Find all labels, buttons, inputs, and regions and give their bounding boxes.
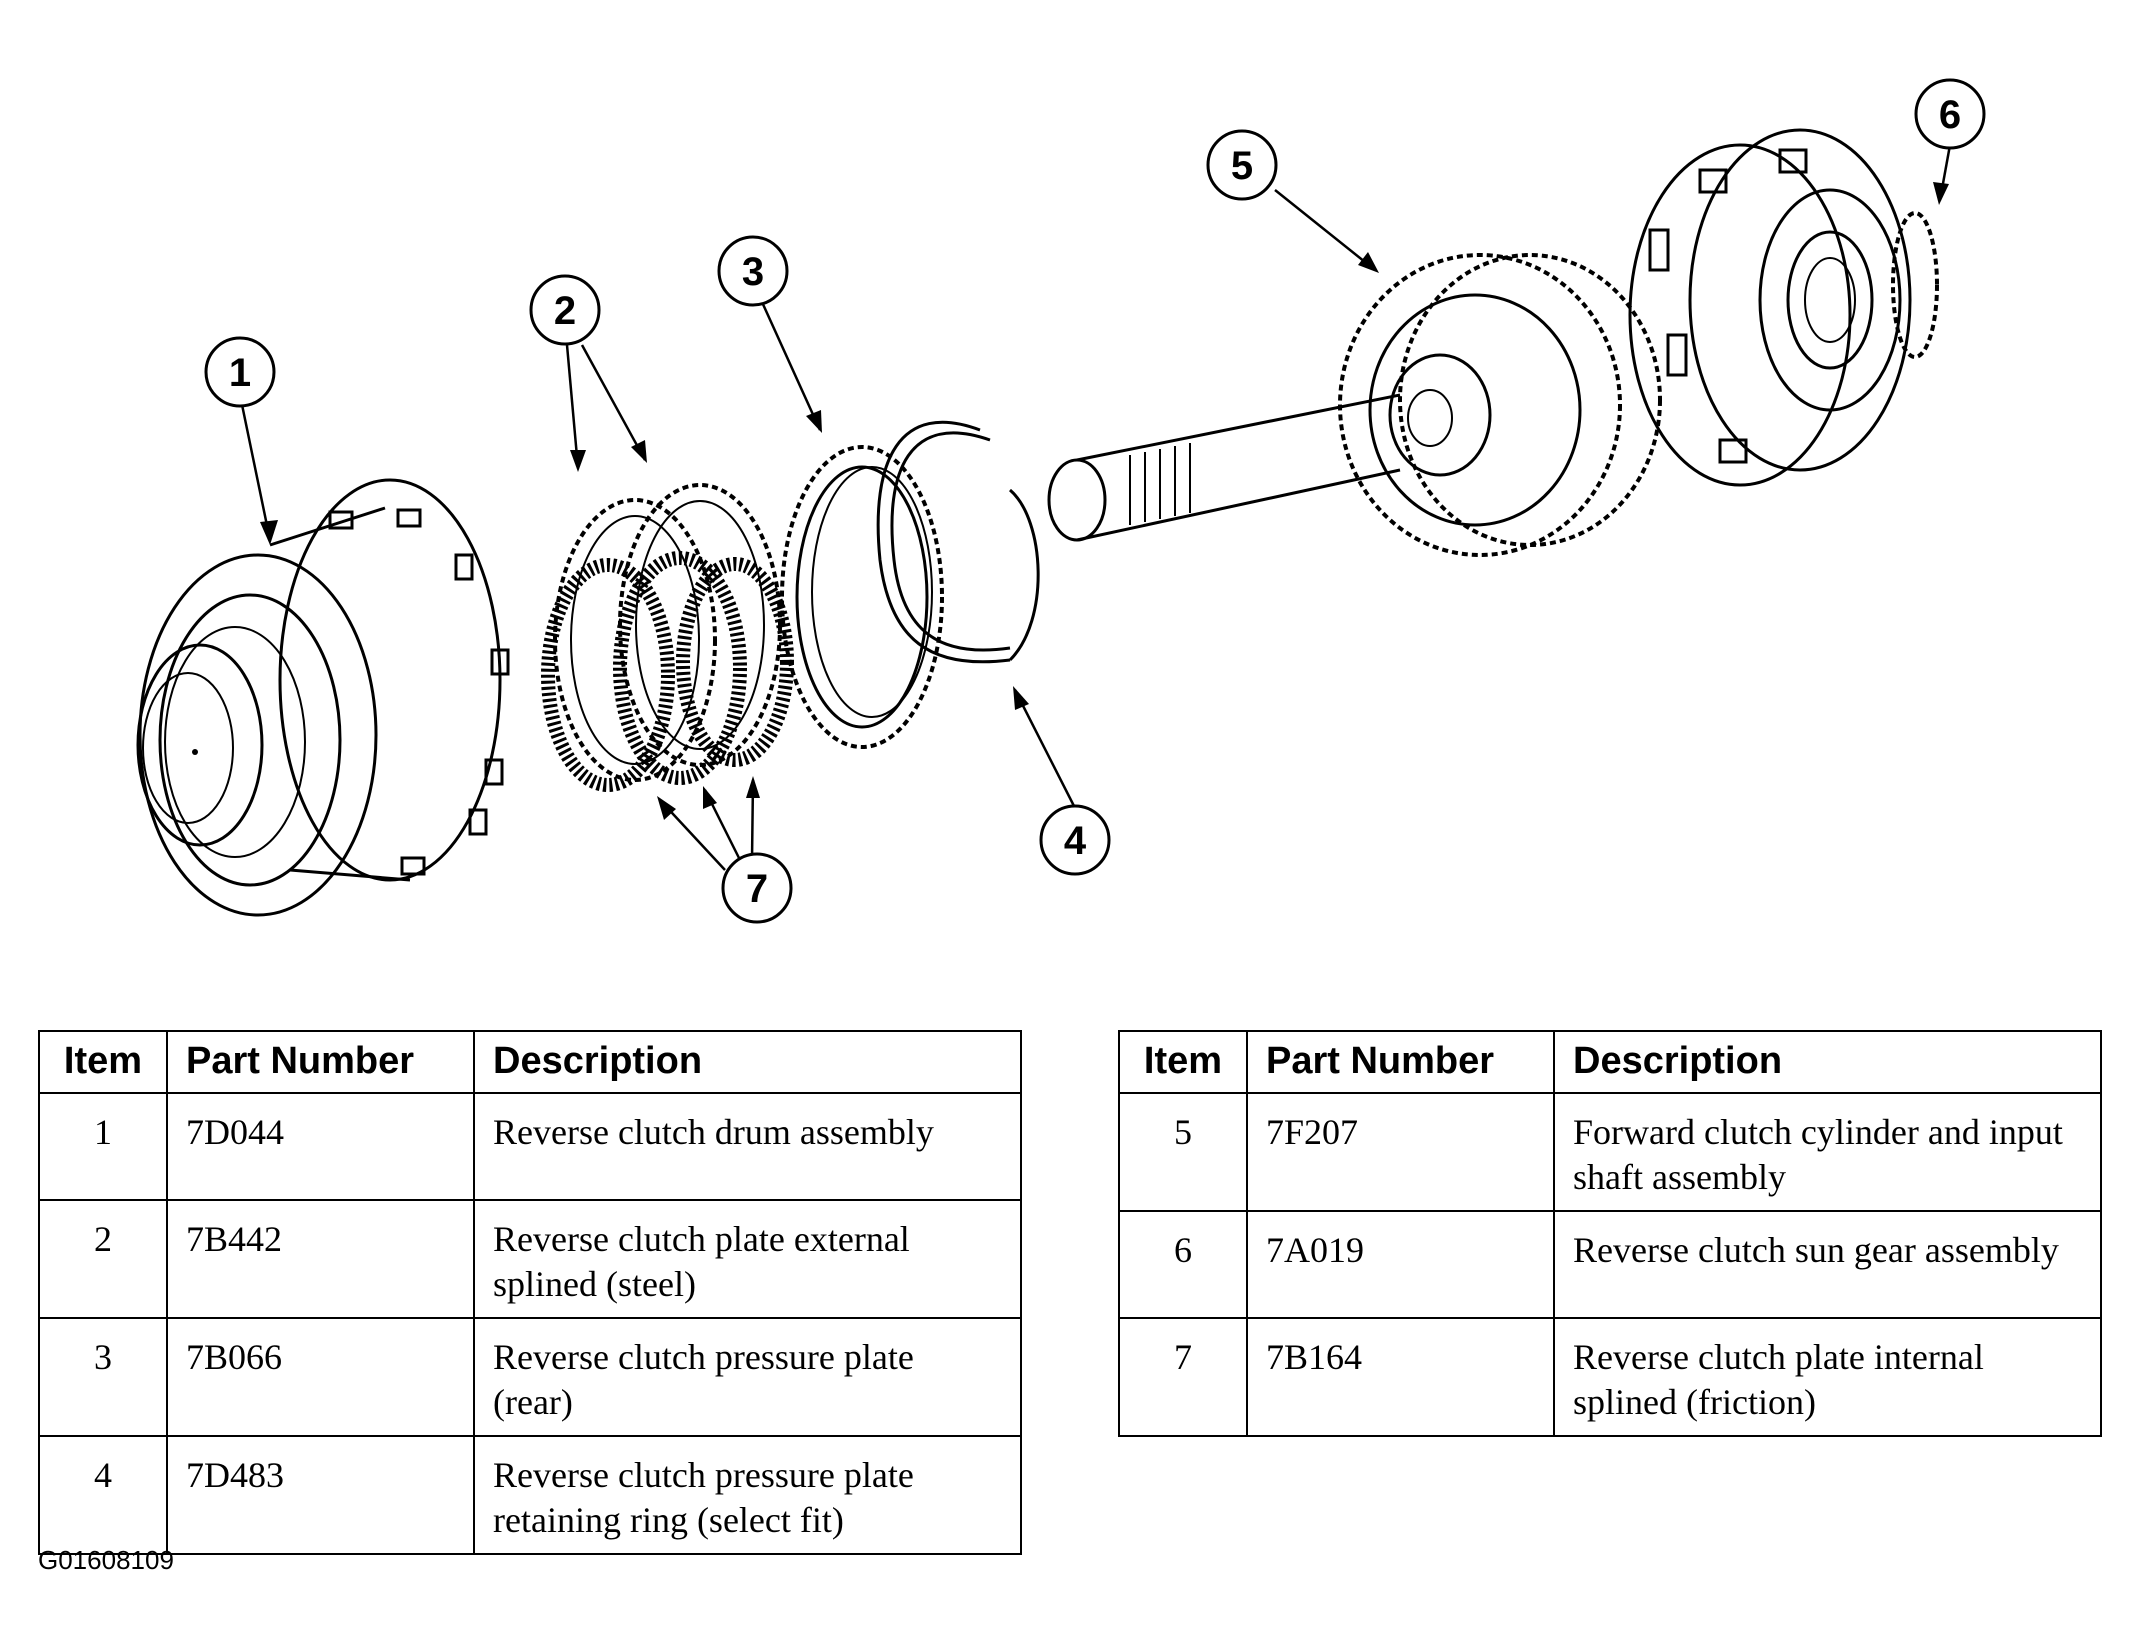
figure-code: G01608109 <box>38 1545 174 1575</box>
table-header-row: Item Part Number Description <box>1118 1030 2102 1094</box>
parts-table-right: Item Part Number Description 5 7F207 For… <box>1118 1030 2102 1437</box>
cell-description: Reverse clutch plate external splined (s… <box>473 1199 1022 1319</box>
leader-lines <box>238 144 1952 871</box>
callout-label: 7 <box>746 867 768 911</box>
cell-item: 4 <box>38 1435 168 1555</box>
cell-part-number: 7B066 <box>166 1317 475 1437</box>
part-input-shaft <box>1047 253 1662 557</box>
header-item: Item <box>38 1030 168 1094</box>
table-row: 7 7B164 Reverse clutch plate internal sp… <box>1118 1317 2102 1437</box>
callout-label: 4 <box>1064 819 1087 863</box>
cell-item: 6 <box>1118 1210 1248 1319</box>
cell-part-number: 7B442 <box>166 1199 475 1319</box>
cell-description: Reverse clutch drum assembly <box>473 1092 1022 1201</box>
callout-7: 7 <box>721 852 793 924</box>
cell-description: Reverse clutch pressure plate (rear) <box>473 1317 1022 1437</box>
callout-label: 5 <box>1231 144 1253 188</box>
cell-description: Reverse clutch sun gear assembly <box>1553 1210 2102 1319</box>
cell-description: Reverse clutch plate internal splined (f… <box>1553 1317 2102 1437</box>
callout-2: 2 <box>529 274 601 346</box>
header-description: Description <box>1553 1030 2102 1094</box>
exploded-view-diagram: 1 2 3 4 5 6 7 <box>136 78 1986 924</box>
table-header-row: Item Part Number Description <box>38 1030 1022 1094</box>
callout-5: 5 <box>1206 129 1278 201</box>
cell-item: 3 <box>38 1317 168 1437</box>
header-description: Description <box>473 1030 1022 1094</box>
cell-description: Forward clutch cylinder and input shaft … <box>1553 1092 2102 1212</box>
cell-part-number: 7D044 <box>166 1092 475 1201</box>
table-row: 4 7D483 Reverse clutch pressure plate re… <box>38 1435 1022 1555</box>
cell-part-number: 7D483 <box>166 1435 475 1555</box>
header-item: Item <box>1118 1030 1248 1094</box>
table-row: 6 7A019 Reverse clutch sun gear assembly <box>1118 1210 2102 1319</box>
table-row: 2 7B442 Reverse clutch plate external sp… <box>38 1199 1022 1319</box>
header-part-number: Part Number <box>166 1030 475 1094</box>
part-reverse-clutch-drum <box>136 478 510 917</box>
cell-description: Reverse clutch pressure plate retaining … <box>473 1435 1022 1555</box>
callout-label: 6 <box>1939 93 1961 137</box>
table-row: 5 7F207 Forward clutch cylinder and inpu… <box>1118 1092 2102 1212</box>
parts-table-left: Item Part Number Description 1 7D044 Rev… <box>38 1030 1022 1555</box>
part-clutch-plates <box>541 483 794 792</box>
callout-1: 1 <box>204 336 276 408</box>
cell-part-number: 7A019 <box>1246 1210 1555 1319</box>
table-row: 3 7B066 Reverse clutch pressure plate (r… <box>38 1317 1022 1437</box>
cell-item: 2 <box>38 1199 168 1319</box>
part-pressure-plate <box>780 445 944 749</box>
callout-label: 2 <box>554 289 576 333</box>
callout-label: 3 <box>742 250 764 294</box>
callout-label: 1 <box>229 351 251 395</box>
cell-item: 7 <box>1118 1317 1248 1437</box>
cell-part-number: 7F207 <box>1246 1092 1555 1212</box>
cell-part-number: 7B164 <box>1246 1317 1555 1437</box>
callout-3: 3 <box>717 235 789 307</box>
callout-4: 4 <box>1039 804 1111 876</box>
cell-item: 1 <box>38 1092 168 1201</box>
part-sun-gear <box>1628 128 1939 487</box>
part-retaining-ring <box>876 420 1040 664</box>
header-part-number: Part Number <box>1246 1030 1555 1094</box>
cell-item: 5 <box>1118 1092 1248 1212</box>
callout-6: 6 <box>1914 78 1986 150</box>
table-row: 1 7D044 Reverse clutch drum assembly <box>38 1092 1022 1201</box>
